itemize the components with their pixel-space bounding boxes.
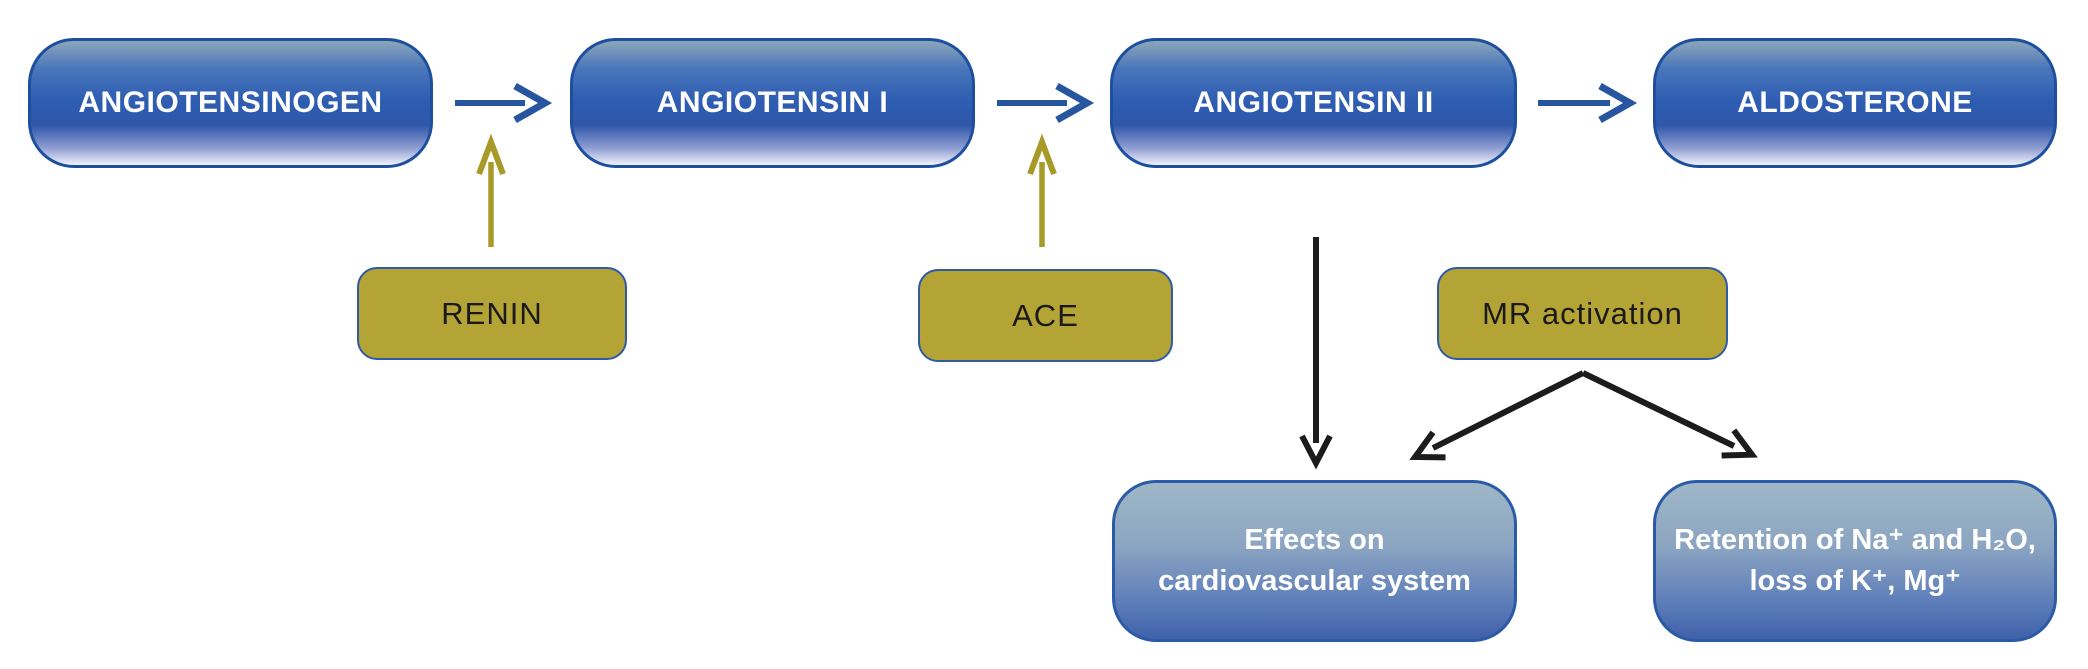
box-angiotensinogen: ANGIOTENSINOGEN bbox=[28, 38, 433, 168]
arrow-mr-to-retention bbox=[1581, 370, 1758, 459]
box-renin-label: RENIN bbox=[441, 295, 543, 331]
box-retention-ions: Retention of Na⁺ and H₂O, loss of K⁺, Mg… bbox=[1653, 480, 2057, 642]
box-renin: RENIN bbox=[357, 267, 627, 360]
box-effects-cardiovascular: Effects on cardiovascular system bbox=[1112, 480, 1517, 642]
box-aldosterone: ALDOSTERONE bbox=[1653, 38, 2057, 168]
box-angiotensin-ii-label: ANGIOTENSIN II bbox=[1193, 86, 1434, 119]
effects-line-1: Effects on bbox=[1244, 524, 1385, 556]
box-retention-ions-label: Retention of Na⁺ and H₂O, loss of K⁺, Mg… bbox=[1674, 520, 2036, 602]
retention-line-2: loss of K⁺, Mg⁺ bbox=[1749, 565, 1961, 597]
box-angiotensin-ii: ANGIOTENSIN II bbox=[1110, 38, 1517, 168]
box-ace: ACE bbox=[918, 269, 1173, 362]
effects-line-2: cardiovascular system bbox=[1158, 565, 1471, 597]
box-mr-activation-label: MR activation bbox=[1482, 295, 1683, 331]
box-ace-label: ACE bbox=[1012, 297, 1079, 333]
box-effects-cardiovascular-label: Effects on cardiovascular system bbox=[1158, 520, 1471, 602]
box-angiotensin-i-label: ANGIOTENSIN I bbox=[656, 86, 889, 119]
box-angiotensinogen-label: ANGIOTENSINOGEN bbox=[78, 86, 383, 119]
retention-line-1: Retention of Na⁺ and H₂O, bbox=[1674, 524, 2036, 556]
box-mr-activation: MR activation bbox=[1437, 267, 1728, 360]
arrow-mr-to-effects bbox=[1409, 370, 1585, 461]
box-angiotensin-i: ANGIOTENSIN I bbox=[570, 38, 975, 168]
box-aldosterone-label: ALDOSTERONE bbox=[1737, 86, 1973, 119]
